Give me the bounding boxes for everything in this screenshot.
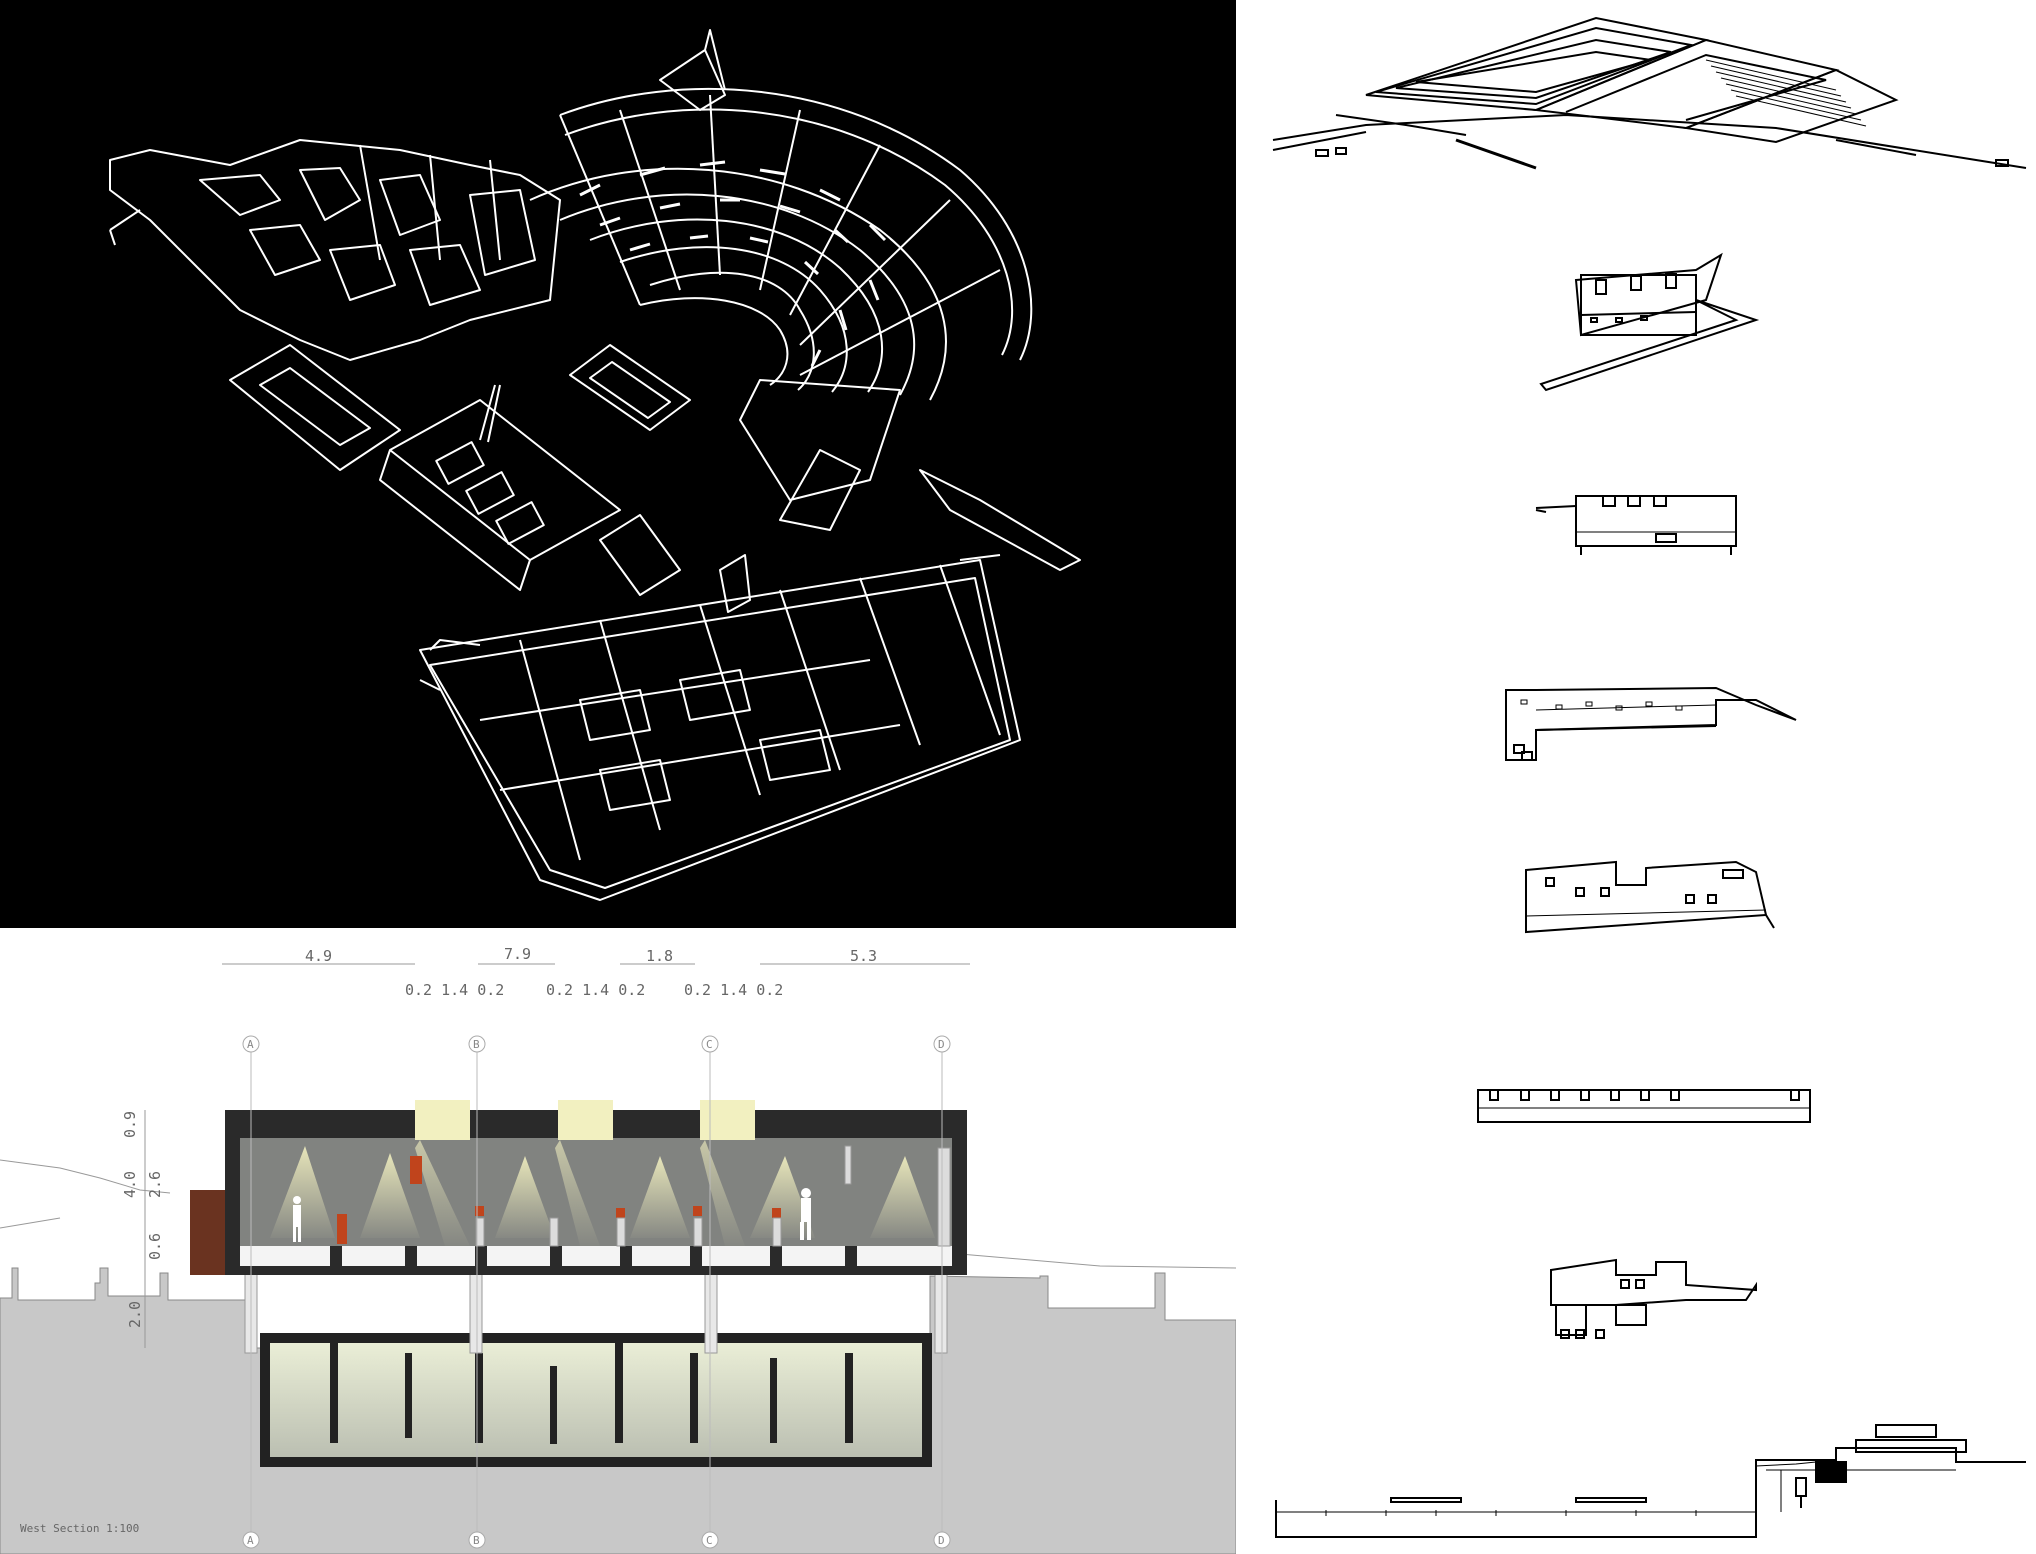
- gallery-block: [389, 399, 621, 561]
- vdim-label: 2.6: [146, 1171, 164, 1198]
- sub-dim-label: 0.2 1.4 0.2: [684, 981, 783, 999]
- sub-dim-label: 0.2 1.4 0.2: [546, 981, 645, 999]
- grid-label-b: B: [473, 1038, 480, 1051]
- west-section-drawing: 4.9 7.9 1.8 5.3 0.2 1.4 0.2 0.2 1.4 0.2 …: [0, 945, 1236, 1554]
- grid-label-d: D: [938, 1038, 945, 1051]
- tower: [659, 29, 726, 111]
- gallery-interior: [240, 1138, 952, 1246]
- block-elevation-5: [1477, 1089, 1811, 1123]
- section-caption: West Section 1:100: [20, 1522, 139, 1535]
- site-axonometric: [1272, 16, 2027, 170]
- axonometric-drawing: [109, 29, 1081, 901]
- sub-dim-label: 0.2 1.4 0.2: [405, 981, 504, 999]
- dim-label: 7.9: [504, 945, 531, 963]
- grid-label-a: A: [247, 1038, 254, 1051]
- grid-label-c: C: [706, 1038, 713, 1051]
- elevations-column: [1236, 0, 2036, 1554]
- courtyard-frame: [569, 344, 691, 431]
- skylight: [415, 1100, 470, 1140]
- dim-label: 4.9: [305, 947, 332, 965]
- skylight: [700, 1100, 755, 1140]
- block-elevation-1: [1539, 252, 1760, 392]
- grid-label-d-bottom: D: [938, 1534, 945, 1547]
- grid-label-a-bottom: A: [247, 1534, 254, 1547]
- block-elevation-2: [1535, 495, 1737, 555]
- dim-label: 1.8: [646, 947, 673, 965]
- amphitheatre-outer-wall: [559, 87, 1033, 361]
- lower-foundation: [419, 559, 1021, 901]
- block-elevation-3: [1505, 686, 1797, 761]
- axonometric-panel: [0, 0, 1236, 928]
- left-complex-outline: [109, 139, 561, 361]
- grid-label-c-bottom: C: [706, 1534, 713, 1547]
- grid-label-b-bottom: B: [473, 1534, 480, 1547]
- dim-label: 5.3: [850, 947, 877, 965]
- vdim-label: 0.6: [146, 1233, 164, 1260]
- skylight: [558, 1100, 613, 1140]
- vdim-label: 2.0: [126, 1301, 144, 1328]
- elevations-drawing: [1272, 16, 2027, 1538]
- block-elevation-4: [1525, 860, 1775, 934]
- lower-left-wing: [229, 344, 401, 471]
- long-site-section: [1275, 1424, 2026, 1538]
- amphitheatre-outer-wall-inner: [564, 108, 1014, 356]
- vdim-label: 0.9: [121, 1111, 139, 1138]
- vdim-label: 4.0: [121, 1171, 139, 1198]
- basement-chamber: [260, 1333, 932, 1467]
- west-section-panel: 4.9 7.9 1.8 5.3 0.2 1.4 0.2 0.2 1.4 0.2 …: [0, 928, 1236, 1554]
- block-elevation-6: [1550, 1258, 1757, 1339]
